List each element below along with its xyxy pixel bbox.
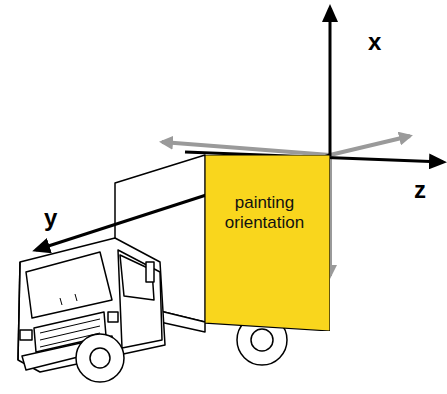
panel-shape [205,155,330,331]
axis-label: y [44,206,57,230]
panel-label: painting orientation [205,193,330,232]
painted-panel: painting orientation [205,155,330,331]
axis-label: z [414,178,426,202]
axis-label: x [368,30,381,54]
